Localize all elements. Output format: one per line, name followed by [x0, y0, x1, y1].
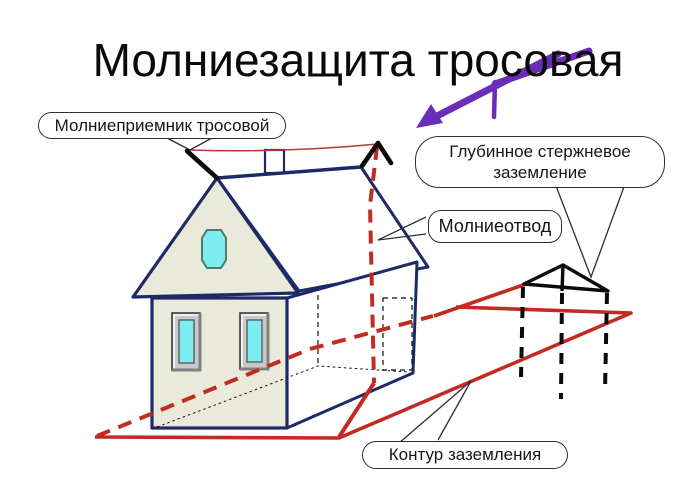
deep-rod-grounding	[519, 263, 610, 400]
loop-hidden-edge	[96, 314, 434, 438]
front-window-left	[171, 312, 202, 372]
front-window-right	[239, 312, 270, 371]
receiver-masts	[184, 140, 394, 181]
grounding-loop	[94, 143, 633, 440]
down-conductor-line	[367, 146, 379, 384]
roof-ridge	[216, 165, 362, 180]
callout-deep-rod-grounding: Глубинное стержневое заземление	[415, 136, 665, 188]
house	[131, 148, 430, 430]
callout-down-conductor: Молниеотвод	[428, 210, 562, 243]
chimney	[263, 148, 286, 175]
attic-window	[201, 229, 227, 269]
lightning-arrow-icon	[416, 47, 593, 128]
loop-to-rods-link	[433, 282, 527, 318]
callout-wire-receiver: Молниеприемник тросовой	[38, 112, 286, 139]
hidden-edges	[156, 295, 413, 428]
callout-tails	[164, 132, 626, 444]
receiver-cable	[188, 143, 379, 152]
callout-ground-loop: Контур заземления	[362, 441, 568, 469]
page-title: Молниезащита тросовая	[92, 34, 624, 86]
loop-front-edges	[94, 305, 633, 440]
